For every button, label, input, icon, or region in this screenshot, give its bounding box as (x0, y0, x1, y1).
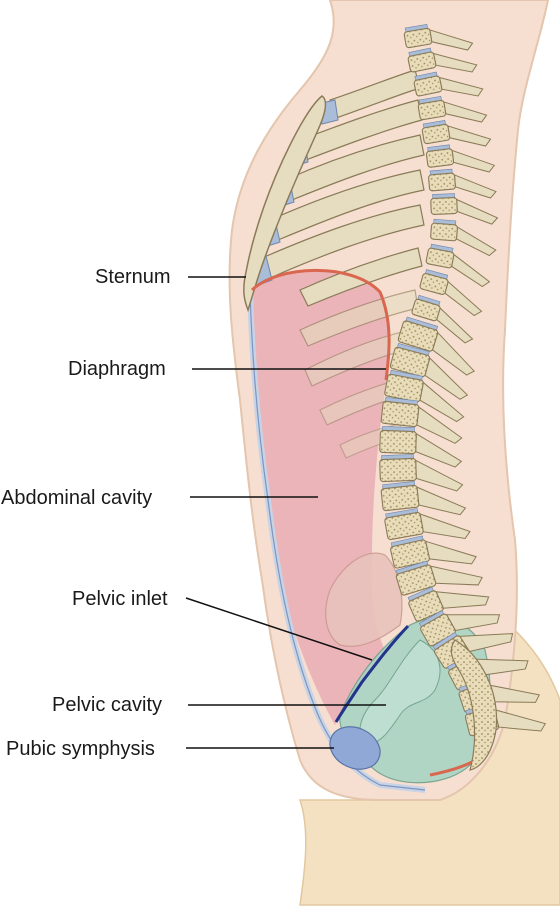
vertebral-body (397, 320, 439, 352)
label-sternum: Sternum (95, 266, 171, 288)
vertebral-body (379, 429, 417, 455)
vertebra (425, 243, 491, 288)
vertebral-body (413, 75, 443, 97)
vertebra (384, 369, 465, 423)
vertebral-body (419, 273, 449, 295)
pelvis-ilium (325, 552, 403, 647)
leader-pelvic-inlet (185, 597, 373, 661)
vertebral-body (395, 564, 437, 596)
vertebral-body (430, 222, 458, 242)
vertebral-body (425, 148, 455, 168)
label-abdominal-cavity: Abdominal cavity (1, 487, 153, 509)
vertebra (419, 269, 483, 317)
vertebral-body (380, 400, 420, 428)
vertebral-body (425, 247, 455, 269)
vertebra (380, 396, 463, 444)
pubic-symphysis-structure (329, 726, 381, 770)
pelvic-floor (429, 760, 473, 777)
label-pelvic-inlet: Pelvic inlet (72, 588, 168, 610)
pelvis-bone-inner (359, 639, 441, 746)
sternum-bone (243, 95, 327, 313)
vertebra (397, 316, 475, 376)
vertebra (417, 96, 488, 123)
vertebra (425, 144, 496, 173)
vertebral-body (421, 123, 451, 145)
vertebral-body (403, 27, 433, 49)
vertebra (379, 454, 464, 492)
vertebral-body (430, 197, 458, 215)
diaphragm-structure (250, 268, 391, 381)
pelvic-inlet-line (334, 624, 410, 723)
vertebral-body (380, 484, 420, 512)
vertebra (389, 342, 469, 400)
vertebral-body (389, 346, 431, 378)
vertebra (418, 610, 501, 647)
vertebra (413, 71, 484, 97)
vertebral-body (417, 99, 447, 121)
vertebra (421, 120, 492, 147)
label-diaphragm: Diaphragm (68, 358, 166, 380)
vertebral-body (428, 172, 456, 192)
vertebra (407, 47, 478, 73)
vertebral-body (379, 457, 417, 483)
vertebra (407, 586, 490, 622)
vertebra (430, 193, 499, 225)
vertebra (428, 168, 497, 199)
leader-lines (185, 276, 386, 749)
label-pubic-symphysis: Pubic symphysis (6, 738, 155, 760)
vertebra (430, 218, 497, 257)
vertebra (380, 481, 467, 516)
vertebra (379, 426, 463, 468)
vertebra (403, 24, 474, 51)
vertebral-body (384, 511, 424, 541)
vertebral-body (408, 590, 444, 622)
vertebral-body (384, 373, 424, 403)
sacrum (450, 639, 498, 771)
vertebral-body (411, 298, 441, 322)
vertebral-body (407, 51, 437, 73)
label-pelvic-cavity: Pelvic cavity (52, 694, 163, 716)
vertebra (395, 560, 483, 596)
vertebral-column (379, 24, 547, 771)
vertebral-body (390, 539, 430, 569)
vertebra (390, 535, 477, 569)
vertebra (384, 508, 471, 541)
vertebra (411, 294, 474, 344)
